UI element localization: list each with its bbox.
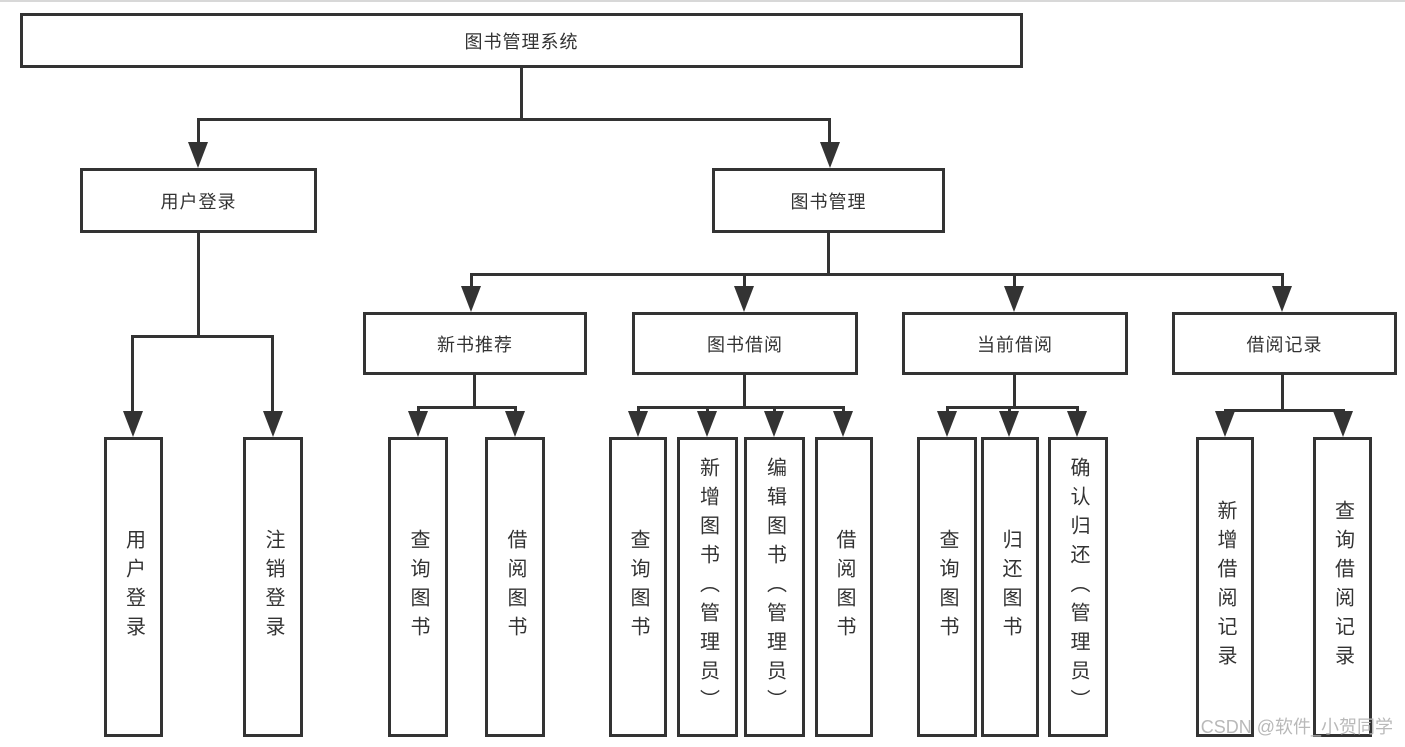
arrow-down-icon bbox=[461, 286, 481, 312]
connector-line bbox=[520, 68, 523, 120]
node-bb-3: 编辑图书（管理员） bbox=[744, 437, 805, 737]
arrow-down-icon bbox=[734, 286, 754, 312]
node-user-login: 用户登录 bbox=[80, 168, 317, 233]
node-label: 用户登录 bbox=[122, 529, 145, 645]
node-label: 确认归还（管理员） bbox=[1067, 456, 1089, 718]
arrow-down-icon bbox=[1215, 411, 1235, 437]
node-cb-2: 归还图书 bbox=[981, 437, 1039, 737]
node-label: 借阅图书 bbox=[833, 529, 855, 645]
connector-line bbox=[1224, 409, 1345, 412]
node-label: 借阅记录 bbox=[1246, 334, 1323, 355]
node-label: 用户登录 bbox=[160, 191, 237, 212]
connector-line bbox=[828, 118, 831, 152]
connector-line bbox=[827, 233, 830, 275]
node-nb-1: 查询图书 bbox=[388, 437, 448, 737]
arrow-down-icon bbox=[1272, 286, 1292, 312]
arrow-down-icon bbox=[937, 411, 957, 437]
arrow-down-icon bbox=[408, 411, 428, 437]
node-label: 新增借阅记录 bbox=[1214, 500, 1236, 674]
node-label: 借阅图书 bbox=[504, 529, 526, 645]
arrow-down-icon bbox=[188, 142, 208, 168]
connector-line bbox=[637, 406, 845, 409]
node-label: 归还图书 bbox=[999, 529, 1021, 645]
node-label: 当前借阅 bbox=[977, 334, 1053, 355]
node-label: 新书推荐 bbox=[437, 334, 513, 355]
arrow-down-icon bbox=[263, 411, 283, 437]
connector-line bbox=[198, 118, 831, 121]
node-book-borrow: 图书借阅 bbox=[632, 312, 858, 375]
connector-line bbox=[743, 375, 746, 408]
top-border-divider bbox=[0, 0, 1405, 2]
connector-line bbox=[470, 273, 1284, 276]
node-ul-1: 用户登录 bbox=[104, 437, 163, 737]
node-label: 查询借阅记录 bbox=[1331, 500, 1354, 674]
connector-line bbox=[473, 375, 476, 408]
node-root: 图书管理系统 bbox=[20, 13, 1023, 68]
connector-line bbox=[417, 406, 517, 409]
csdn-watermark: CSDN @软件_小贺同学 bbox=[1200, 717, 1393, 737]
node-ul-2: 注销登录 bbox=[243, 437, 303, 737]
connector-line bbox=[946, 406, 1079, 409]
connector-line bbox=[197, 118, 200, 152]
node-label: 查询图书 bbox=[627, 529, 649, 645]
arrow-down-icon bbox=[1067, 411, 1087, 437]
connector-line bbox=[1013, 273, 1016, 297]
arrow-down-icon bbox=[999, 411, 1019, 437]
node-br-1: 新增借阅记录 bbox=[1196, 437, 1254, 737]
arrow-down-icon bbox=[628, 411, 648, 437]
connector-line bbox=[197, 233, 200, 337]
node-book-mgmt: 图书管理 bbox=[712, 168, 945, 233]
connector-line bbox=[1281, 375, 1284, 411]
node-label: 编辑图书（管理员） bbox=[763, 456, 786, 718]
node-br-2: 查询借阅记录 bbox=[1313, 437, 1372, 737]
node-label: 图书管理 bbox=[790, 191, 867, 212]
connector-line bbox=[1281, 273, 1284, 297]
node-label: 图书管理系统 bbox=[464, 31, 579, 52]
node-current-borrow: 当前借阅 bbox=[902, 312, 1128, 375]
node-bb-1: 查询图书 bbox=[609, 437, 667, 737]
node-cb-3: 确认归还（管理员） bbox=[1048, 437, 1108, 737]
arrow-down-icon bbox=[1004, 286, 1024, 312]
node-bb-4: 借阅图书 bbox=[815, 437, 873, 737]
node-label: 图书借阅 bbox=[707, 334, 783, 355]
node-label: 查询图书 bbox=[936, 529, 958, 645]
connector-line bbox=[470, 273, 473, 297]
arrow-down-icon bbox=[697, 411, 717, 437]
node-new-book-rec: 新书推荐 bbox=[363, 312, 587, 375]
arrow-down-icon bbox=[123, 411, 143, 437]
node-borrow-records: 借阅记录 bbox=[1172, 312, 1397, 375]
node-label: 新增图书（管理员） bbox=[696, 456, 719, 718]
connector-line bbox=[131, 335, 274, 338]
connector-line bbox=[743, 273, 746, 297]
arrow-down-icon bbox=[833, 411, 853, 437]
node-nb-2: 借阅图书 bbox=[485, 437, 545, 737]
arrow-down-icon bbox=[1333, 411, 1353, 437]
node-label: 查询图书 bbox=[407, 529, 429, 645]
connector-line bbox=[271, 335, 274, 421]
arrow-down-icon bbox=[820, 142, 840, 168]
node-cb-1: 查询图书 bbox=[917, 437, 977, 737]
arrow-down-icon bbox=[505, 411, 525, 437]
arrow-down-icon bbox=[764, 411, 784, 437]
connector-line bbox=[1013, 375, 1016, 408]
connector-line bbox=[131, 335, 134, 421]
node-bb-2: 新增图书（管理员） bbox=[677, 437, 738, 737]
node-label: 注销登录 bbox=[262, 529, 284, 645]
